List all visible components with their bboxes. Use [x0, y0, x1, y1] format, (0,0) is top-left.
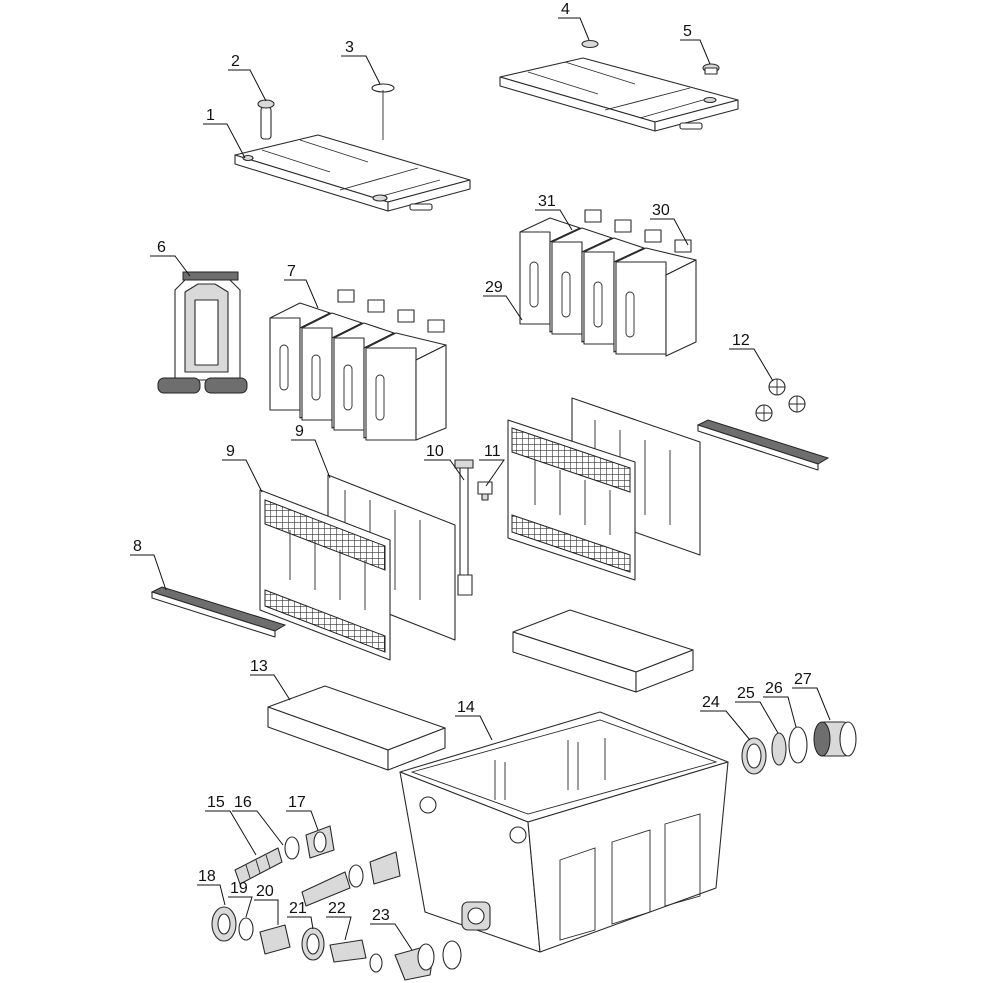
part-26-ring [788, 726, 808, 764]
part-8-brush-bar [150, 586, 287, 638]
part-23-elbow [394, 940, 462, 981]
callout-29: 29 [485, 279, 503, 296]
callout-10: 10 [426, 443, 444, 460]
part-25-seal [771, 732, 787, 766]
foam-block-right [512, 609, 694, 693]
part-18-union-nut [211, 906, 237, 942]
callout-14: 14 [457, 699, 475, 716]
part-12-filter-balls [755, 378, 806, 422]
callout-17: 17 [288, 794, 306, 811]
callout-2: 2 [231, 53, 240, 70]
callout-15: 15 [207, 794, 225, 811]
callout-19: 19 [230, 880, 248, 897]
part-27-connector [813, 721, 857, 757]
part-16-seal [284, 836, 300, 860]
brush-bar-right [696, 419, 830, 471]
callout-5: 5 [683, 23, 692, 40]
callout-16: 16 [234, 794, 252, 811]
callout-21: 21 [289, 900, 307, 917]
part-2-pin [257, 99, 275, 140]
callout-31: 31 [538, 193, 556, 210]
callout-4: 4 [561, 1, 570, 18]
part-11-clip [477, 481, 493, 501]
part-1-lid [234, 134, 471, 212]
callout-18: 18 [198, 868, 216, 885]
callout-11: 11 [484, 443, 501, 460]
callout-22: 22 [328, 900, 346, 917]
part-29-31-filter-chambers [519, 209, 697, 357]
callout-1: 1 [206, 107, 215, 124]
part-24-nut [741, 737, 767, 775]
part-7-filter-chambers [269, 289, 447, 441]
part-6-brush-holder [157, 271, 248, 394]
callout-30: 30 [652, 202, 670, 219]
callout-23: 23 [372, 907, 390, 924]
part-10-probe [454, 459, 474, 596]
callout-26: 26 [765, 680, 783, 697]
callout-labels: 1 2 3 4 5 6 7 8 9 9 10 11 12 13 14 15 16… [133, 1, 812, 924]
part-4-cap [581, 39, 599, 49]
callout-9-left: 9 [226, 443, 235, 460]
part-17-adapter [305, 825, 335, 859]
callout-6: 6 [157, 239, 166, 256]
screen-plate-right-front [507, 419, 636, 581]
callout-27: 27 [794, 671, 812, 688]
callout-7: 7 [287, 263, 296, 280]
part-13-foam-block [267, 685, 446, 771]
part-9-screen-plate-front [259, 489, 391, 661]
leader-lines [130, 17, 831, 951]
callout-24: 24 [702, 694, 720, 711]
callout-3: 3 [345, 39, 354, 56]
part-20-spigot [259, 924, 291, 955]
callout-12: 12 [732, 332, 750, 349]
callout-8: 8 [133, 538, 142, 555]
part-21-union-nut [301, 927, 325, 961]
callout-13: 13 [250, 658, 268, 675]
part-14-housing [399, 711, 729, 953]
part-lid-rear [499, 57, 739, 132]
callout-9-right: 9 [295, 423, 304, 440]
part-5-grommet [702, 63, 720, 75]
callout-20: 20 [256, 883, 274, 900]
callout-25: 25 [737, 685, 755, 702]
part-22-hose-tail [329, 939, 383, 973]
part-15-hose-tail [234, 847, 283, 885]
part-3-rod [371, 83, 395, 140]
part-19-seal [238, 917, 254, 941]
hose-tail-set-middle [301, 851, 401, 907]
